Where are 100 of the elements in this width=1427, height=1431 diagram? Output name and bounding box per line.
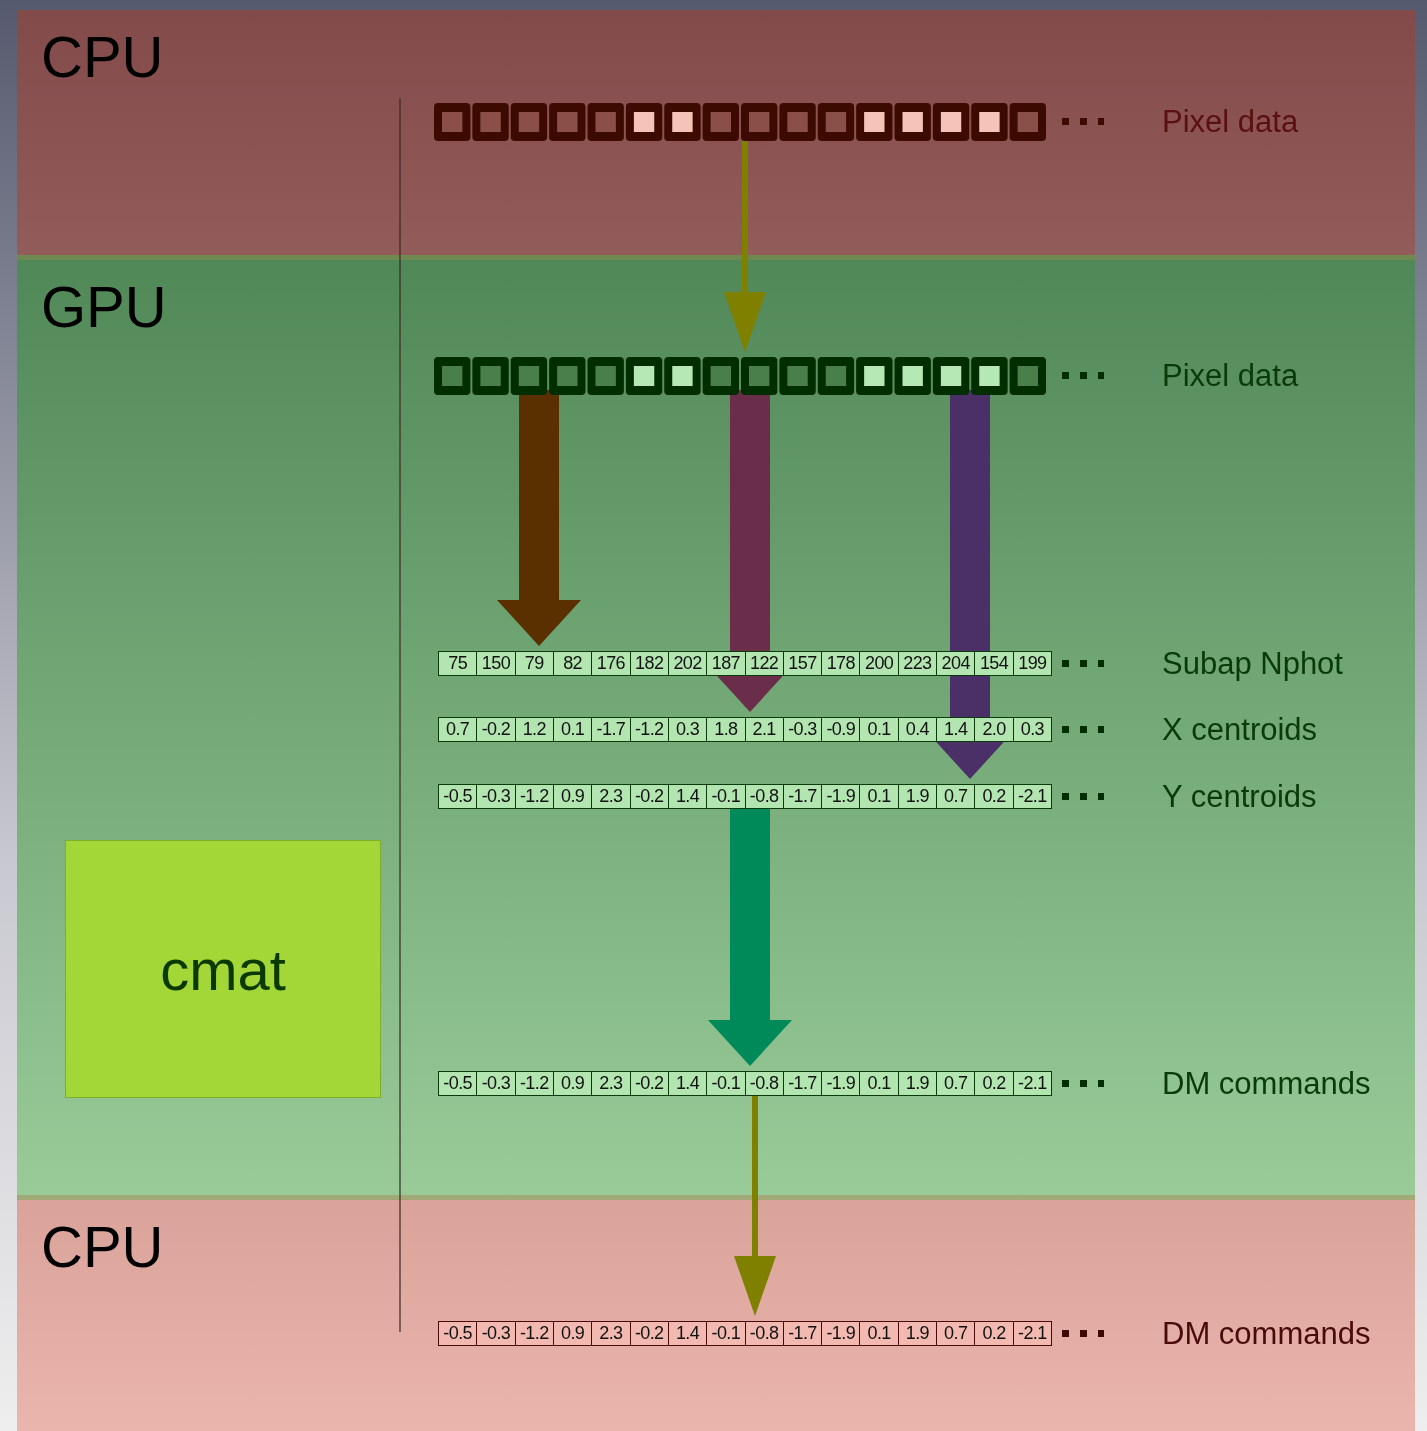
section-heading: CPU — [41, 28, 164, 86]
table-cell: -0.8 — [744, 1072, 783, 1095]
table-cell: -2.1 — [1012, 1072, 1051, 1095]
table-cell: 0.7 — [936, 785, 975, 808]
table-cell: 187 — [706, 652, 745, 675]
table-cell: 176 — [591, 652, 630, 675]
row-label: Pixel data — [1162, 106, 1299, 137]
data-table — [438, 784, 1052, 809]
table-cell: 0.9 — [552, 1072, 592, 1095]
table-cell: 0.3 — [667, 718, 707, 741]
row-label: X centroids — [1162, 713, 1318, 745]
table-cell: 154 — [974, 652, 1013, 675]
table-cell: -0.2 — [629, 785, 668, 808]
table-cell: 1.8 — [706, 718, 745, 741]
table-cell: 79 — [514, 652, 553, 675]
matrix-block — [65, 840, 381, 1098]
table-cell: 178 — [821, 652, 860, 675]
table-cell: 157 — [782, 652, 822, 675]
table-cell: 2.3 — [591, 785, 630, 808]
table-cell: -1.2 — [629, 718, 668, 741]
table-cell: -1.2 — [514, 785, 553, 808]
table-cell: -0.1 — [706, 785, 745, 808]
table-cell: -0.8 — [744, 1322, 783, 1345]
table-cell: 82 — [552, 652, 592, 675]
table-cell: -0.3 — [476, 785, 515, 808]
table-cell: -0.1 — [706, 1322, 745, 1345]
table-cell: -1.9 — [821, 1072, 860, 1095]
arrow — [724, 141, 766, 352]
table-cell: 0.1 — [552, 718, 592, 741]
table-cell: -1.2 — [514, 1072, 553, 1095]
table-cell: 2.3 — [591, 1072, 630, 1095]
data-table — [438, 651, 1052, 676]
table-cell: -0.8 — [744, 785, 783, 808]
row-label: Subap Nphot — [1162, 647, 1343, 679]
data-table — [438, 1321, 1052, 1346]
table-cell: -1.9 — [821, 785, 860, 808]
table-cell-text: -0.5 — [442, 785, 473, 808]
block-label: cmat — [160, 935, 286, 1003]
table-cell: 0.1 — [859, 718, 898, 741]
table-cell: -0.2 — [476, 718, 515, 741]
arrow — [497, 390, 581, 646]
row-label: DM commands — [1162, 1067, 1371, 1099]
section-band — [17, 255, 1415, 1195]
table-cell: 0.9 — [552, 785, 592, 808]
section-band — [17, 10, 1415, 255]
table-cell-text: 75 — [447, 652, 469, 675]
table-cell: -0.3 — [782, 718, 822, 741]
section-heading: GPU — [41, 278, 167, 336]
table-cell: -1.7 — [782, 1322, 822, 1345]
table-cell: -1.9 — [821, 1322, 860, 1345]
section-heading: CPU — [41, 1218, 164, 1276]
table-cell-text: -0.5 — [442, 1322, 473, 1345]
table-cell: 0.1 — [859, 1072, 898, 1095]
table-cell: 0.1 — [859, 785, 898, 808]
table-cell: 150 — [476, 652, 515, 675]
table-cell: -2.1 — [1012, 785, 1051, 808]
table-cell: 223 — [897, 652, 937, 675]
table-cell: 1.9 — [897, 1322, 937, 1345]
row-label: Y centroids — [1162, 780, 1317, 812]
table-cell: 1.4 — [667, 785, 707, 808]
table-cell: 0.2 — [974, 1322, 1013, 1345]
table-cell: -1.7 — [782, 1072, 822, 1095]
table-cell: 0.2 — [974, 785, 1013, 808]
table-cell: -0.2 — [629, 1072, 668, 1095]
table-cell: 2.0 — [974, 718, 1013, 741]
pixel-array-drawing — [433, 103, 1047, 141]
table-cell: 1.9 — [897, 1072, 937, 1095]
table-cell: 1.9 — [897, 785, 937, 808]
table-cell: -1.7 — [591, 718, 630, 741]
pixel-array-drawing — [433, 357, 1047, 395]
table-cell: -0.1 — [706, 1072, 745, 1095]
table-cell: 1.4 — [936, 718, 975, 741]
table-cell: 202 — [667, 652, 707, 675]
table-cell: 0.1 — [859, 1322, 898, 1345]
data-table — [438, 1071, 1052, 1096]
row-label: DM commands — [1162, 1317, 1371, 1349]
table-cell: 2.3 — [591, 1322, 630, 1345]
table-cell: -0.9 — [821, 718, 860, 741]
table-cell: 1.4 — [667, 1072, 707, 1095]
table-cell-text: 0.7 — [445, 718, 471, 741]
table-cell: 0.2 — [974, 1072, 1013, 1095]
table-cell: -1.7 — [782, 785, 822, 808]
table-cell: 1.4 — [667, 1322, 707, 1345]
table-cell: -0.2 — [629, 1322, 668, 1345]
table-cell: 0.7 — [936, 1322, 975, 1345]
table-cell: -1.2 — [514, 1322, 553, 1345]
table-cell-text: -0.5 — [442, 1072, 473, 1095]
table-cell: 0.9 — [552, 1322, 592, 1345]
row-label: Pixel data — [1162, 360, 1299, 391]
table-cell: 204 — [936, 652, 975, 675]
table-cell: 199 — [1012, 652, 1051, 675]
table-cell: 200 — [859, 652, 898, 675]
data-table — [438, 717, 1052, 742]
table-cell: 182 — [629, 652, 668, 675]
table-cell: 0.4 — [897, 718, 937, 741]
table-cell: -0.3 — [476, 1322, 515, 1345]
table-cell: 0.7 — [936, 1072, 975, 1095]
section-band — [17, 1195, 1415, 1431]
table-cell: 0.3 — [1012, 718, 1051, 741]
table-cell: -0.3 — [476, 1072, 515, 1095]
